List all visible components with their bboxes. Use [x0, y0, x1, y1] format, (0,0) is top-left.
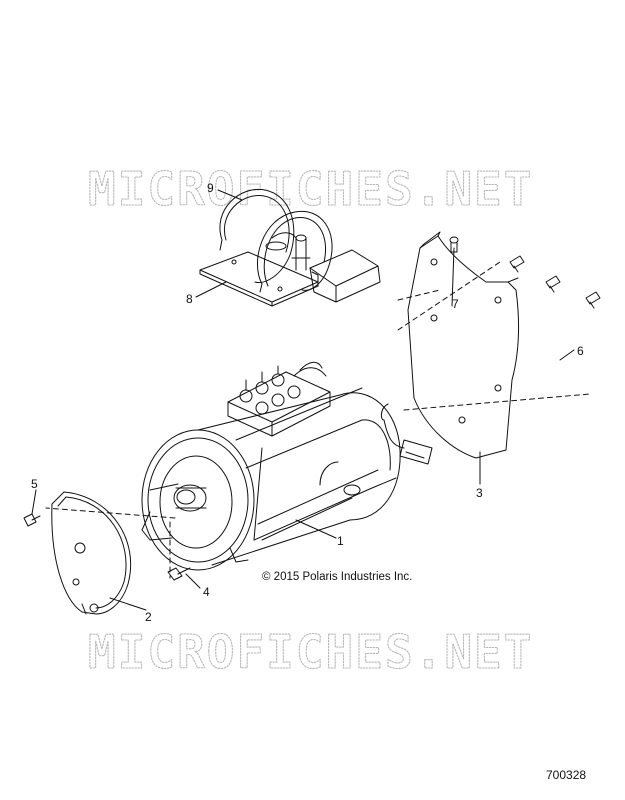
- callout-6: 6: [577, 344, 584, 358]
- leader-lines: [31, 189, 575, 611]
- callout-1: 1: [337, 534, 344, 548]
- watermark-bottom: MICROFICHES.NET: [88, 625, 533, 679]
- callout-2: 2: [145, 610, 152, 624]
- watermark-top: MICROFICHES.NET: [88, 162, 533, 216]
- part-1-motor-assembly: [45, 232, 591, 579]
- part-9-strap-rings: [219, 188, 333, 293]
- part-4-bolt: [167, 567, 191, 581]
- callout-4: 4: [203, 585, 210, 599]
- part-2-end-cover: [51, 491, 132, 615]
- part-6-bolts: [507, 255, 601, 309]
- part-8-bracket-plate: [199, 251, 319, 307]
- callout-7: 7: [452, 297, 459, 311]
- part-3-mounting-bracket: [407, 231, 520, 459]
- document-number: 700328: [546, 768, 587, 782]
- callout-9: 9: [207, 181, 214, 195]
- copyright-notice: © 2015 Polaris Industries Inc.: [262, 571, 413, 583]
- callout-3: 3: [476, 486, 483, 500]
- callout-5: 5: [31, 477, 38, 491]
- part-5-bolt: [23, 513, 41, 527]
- callout-8: 8: [186, 292, 193, 306]
